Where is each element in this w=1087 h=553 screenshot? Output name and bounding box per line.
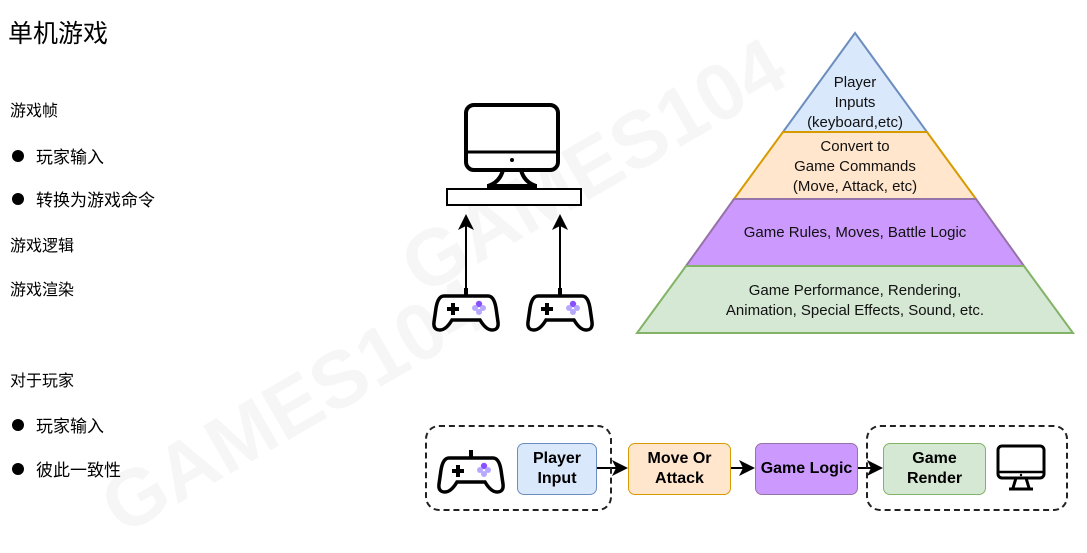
bullet-icon xyxy=(12,463,24,475)
pyramid-label-rendering: Game Performance, Rendering,Animation, S… xyxy=(725,282,985,319)
bullet-icon xyxy=(12,419,24,431)
bullet-text: 转换为游戏命令 xyxy=(36,191,155,211)
page-title: 单机游戏 xyxy=(8,19,109,48)
console-bar xyxy=(446,188,582,206)
text-item: 游戏帧 xyxy=(10,101,59,120)
move-or-attack-node: Move Or Attack xyxy=(628,443,731,495)
bullet-text: 玩家输入 xyxy=(36,148,104,168)
text-item: 游戏渲染 xyxy=(10,280,75,299)
player-input-node: Player Input xyxy=(517,443,597,495)
bullet-icon xyxy=(12,193,24,205)
monitor-icon xyxy=(464,103,560,188)
diagram-canvas xyxy=(432,31,1075,494)
gamepad-icon xyxy=(526,286,594,332)
bullet-icon xyxy=(12,150,24,162)
gamepad-icon xyxy=(432,286,500,332)
bullet-text: 玩家输入 xyxy=(36,417,104,437)
input-group xyxy=(425,425,612,511)
game-logic-node: Game Logic xyxy=(755,443,858,495)
text-item: 游戏逻辑 xyxy=(10,236,75,255)
game-render-node: Game Render xyxy=(883,443,986,495)
bullet-item: 玩家输入 xyxy=(12,412,104,437)
bullet-item: 转换为游戏命令 xyxy=(12,186,155,211)
bullet-text: 彼此一致性 xyxy=(36,461,121,481)
pyramid-label-logic: Game Rules, Moves, Battle Logic xyxy=(743,224,967,241)
bullet-item: 彼此一致性 xyxy=(12,456,121,481)
text-item: 对于玩家 xyxy=(10,371,75,390)
pyramid-level-rendering xyxy=(635,265,1075,334)
bullet-item: 玩家输入 xyxy=(12,143,104,168)
output-group xyxy=(866,425,1068,511)
